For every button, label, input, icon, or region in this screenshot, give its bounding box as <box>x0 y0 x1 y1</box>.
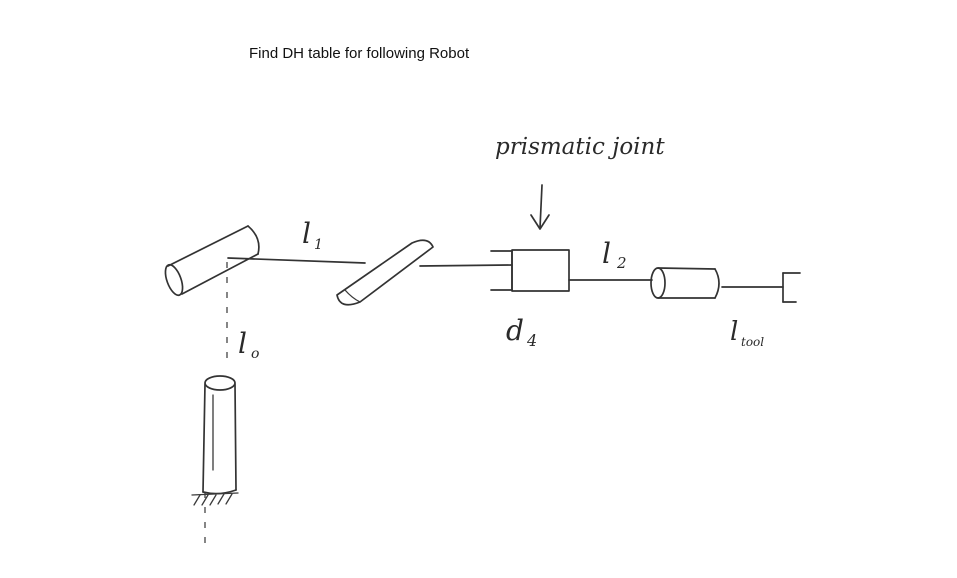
label-d4: d 4 <box>506 314 537 350</box>
svg-text:tool: tool <box>741 335 764 349</box>
svg-text:2: 2 <box>616 254 627 272</box>
label-l1: l 1 <box>302 217 323 253</box>
wrist-cylinder <box>650 267 720 299</box>
svg-text:l: l <box>730 317 738 347</box>
ground-hatch <box>191 492 239 506</box>
gripper <box>782 272 801 303</box>
prismatic-arrow <box>530 184 550 230</box>
svg-text:l: l <box>238 327 247 360</box>
label-prismatic-joint: prismatic joint <box>495 134 665 160</box>
svg-text:l: l <box>602 237 611 270</box>
svg-text:l: l <box>302 217 311 250</box>
base-cylinder <box>202 375 237 495</box>
label-l2: l 2 <box>602 237 627 272</box>
label-l0: l o <box>238 327 259 362</box>
svg-text:o: o <box>251 346 259 362</box>
svg-text:1: 1 <box>314 237 323 253</box>
page-title: Find DH table for following Robot <box>249 45 470 62</box>
svg-text:4: 4 <box>526 331 537 350</box>
label-ltool: l tool <box>730 317 764 349</box>
joint-2-cylinder <box>336 239 434 306</box>
svg-text:d: d <box>506 314 524 347</box>
link-l1 <box>227 257 366 264</box>
joint-1-cylinder <box>164 225 260 297</box>
link-to-prismatic <box>419 264 513 267</box>
prismatic-joint-d4 <box>490 249 570 292</box>
